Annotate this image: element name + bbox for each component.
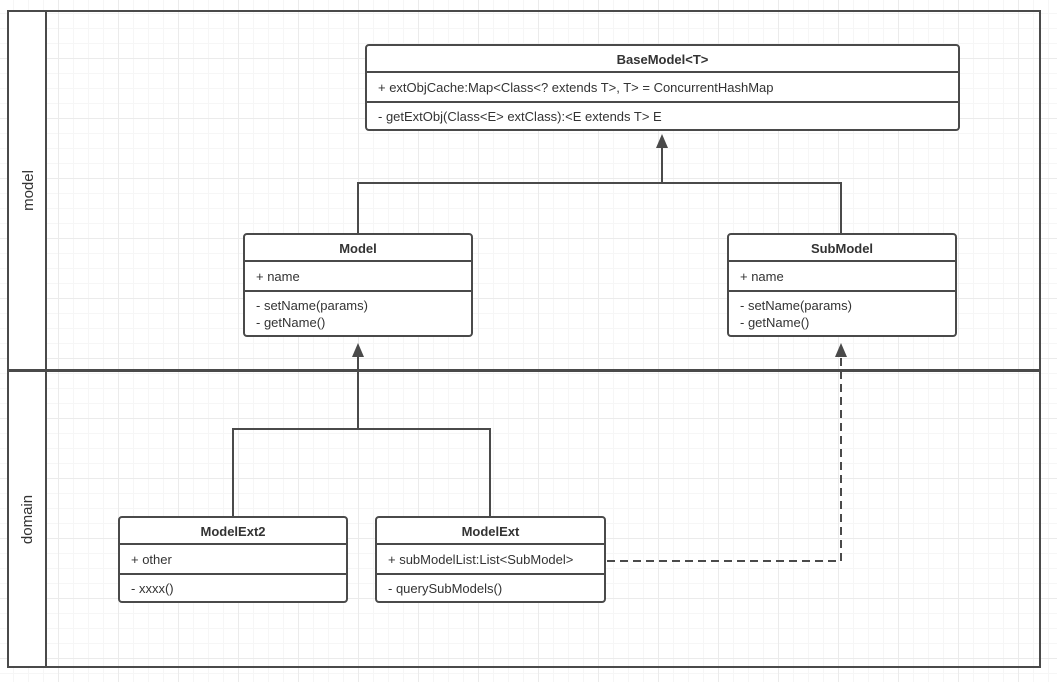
lane-domain-label: domain [19,494,37,544]
method-row: - setName(params) [740,297,852,313]
method-row: - querySubModels() [388,580,503,596]
class-methods: - setName(params) - getName() [729,290,955,335]
class-title: ModelExt2 [120,518,346,545]
method-row: - getExtObj(Class<E> extClass):<E extend… [378,108,662,124]
class-attributes: + name [729,262,955,290]
attribute-row: + extObjCache:Map<Class<? extends T>, T>… [378,79,774,95]
class-attributes: + name [245,262,471,290]
method-row: - getName() [740,314,810,330]
attribute-row: + subModelList:List<SubModel> [388,551,574,567]
method-row: - xxxx() [131,580,174,596]
swimlane-pool[interactable]: model domain [7,10,1041,668]
class-methods: - querySubModels() [377,573,604,601]
lane-divider [9,369,1039,372]
class-modelext2[interactable]: ModelExt2 + other - xxxx() [118,516,348,603]
class-submodel[interactable]: SubModel + name - setName(params) - getN… [727,233,957,337]
class-attributes: + extObjCache:Map<Class<? extends T>, T>… [367,73,958,101]
method-row: - getName() [256,314,326,330]
attribute-row: + other [131,551,172,567]
attribute-row: + name [256,268,300,284]
class-modelext[interactable]: ModelExt + subModelList:List<SubModel> -… [375,516,606,603]
class-title: ModelExt [377,518,604,545]
class-title: Model [245,235,471,262]
class-title: SubModel [729,235,955,262]
class-basemodel[interactable]: BaseModel<T> + extObjCache:Map<Class<? e… [365,44,960,131]
method-row: - setName(params) [256,297,368,313]
class-model[interactable]: Model + name - setName(params) - getName… [243,233,473,337]
lane-label-column [9,12,47,666]
lane-model[interactable]: model [9,12,47,369]
lane-domain[interactable]: domain [9,372,47,666]
class-attributes: + subModelList:List<SubModel> [377,545,604,573]
class-methods: - setName(params) - getName() [245,290,471,335]
attribute-row: + name [740,268,784,284]
lane-model-label: model [19,170,37,211]
class-methods: - xxxx() [120,573,346,601]
class-methods: - getExtObj(Class<E> extClass):<E extend… [367,101,958,129]
class-title: BaseModel<T> [367,46,958,73]
class-attributes: + other [120,545,346,573]
